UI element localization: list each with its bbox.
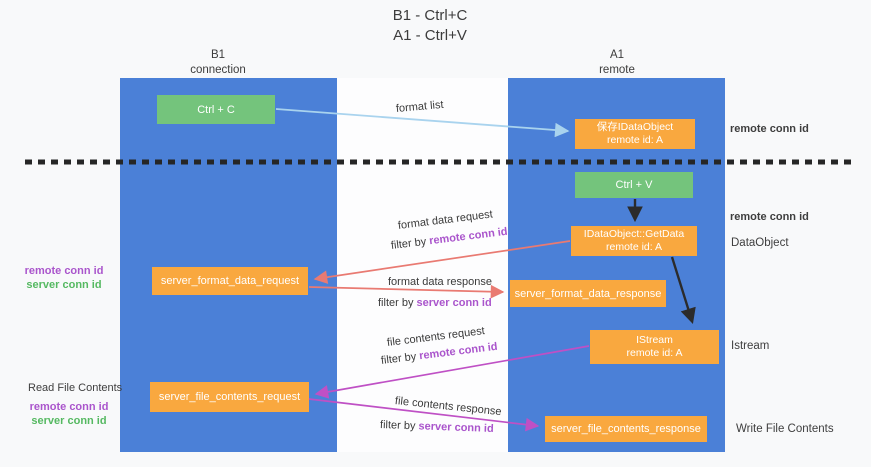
node-ctrl-c-label: Ctrl + C	[197, 103, 235, 116]
lane-gap-background	[336, 78, 508, 452]
annotation-format-conn-ids: remote conn id server conn id	[18, 264, 110, 292]
annotation-remote-conn-id-mid: remote conn id	[730, 211, 809, 223]
diagram-title: B1 - Ctrl+C A1 - Ctrl+V	[345, 6, 515, 46]
node-getdata-line1: IDataObject::GetData	[583, 228, 685, 240]
node-server-format-data-response: server_format_data_response	[510, 280, 666, 307]
edge-label-filter-server-1: filter by server conn id	[378, 297, 492, 309]
node-format-request-label: server_format_data_request	[160, 275, 300, 287]
node-ctrl-v: Ctrl + V	[575, 172, 693, 198]
node-getdata-line2: remote id: A	[605, 241, 663, 253]
annotation-dataobject: DataObject	[731, 237, 789, 249]
lane-b1-role: connection	[190, 64, 246, 76]
node-save-idataobject-line2: remote id: A	[606, 134, 664, 146]
node-server-file-contents-request: server_file_contents_request	[150, 382, 309, 412]
edge-label-format-data-response: format data response	[388, 276, 492, 288]
annotation-remote-conn-id-top: remote conn id	[730, 123, 809, 135]
lane-header-b1: B1 connection	[157, 48, 279, 78]
node-istream-line2: remote id: A	[626, 347, 683, 359]
lane-b1-name: B1	[210, 49, 226, 61]
annotation-format-server-conn-id: server conn id	[26, 279, 102, 291]
node-ctrl-c: Ctrl + C	[157, 95, 275, 124]
node-format-response-label: server_format_data_response	[514, 287, 662, 300]
annotation-file-server-conn-id: server conn id	[31, 415, 107, 427]
node-istream-line1: IStream	[636, 334, 673, 346]
annotation-format-remote-conn-id: remote conn id	[24, 265, 104, 277]
filter-server-conn-id-1: server conn id	[416, 297, 492, 309]
filter-by-text-4: filter by	[379, 419, 419, 433]
node-save-idataobject-line1: 保存IDataObject	[596, 121, 674, 133]
title-line-1: B1 - Ctrl+C	[392, 7, 468, 24]
lane-a1-role: remote	[599, 64, 635, 76]
lane-a1-name: A1	[609, 49, 625, 61]
node-ctrl-v-label: Ctrl + V	[615, 179, 653, 191]
node-server-file-contents-response: server_file_contents_response	[545, 416, 707, 442]
node-file-request-label: server_file_contents_request	[158, 391, 301, 403]
annotation-istream: Istream	[731, 340, 770, 352]
filter-server-conn-id-2: server conn id	[418, 420, 494, 435]
filter-by-text-2: filter by	[378, 297, 417, 309]
annotation-file-conn-ids: remote conn id server conn id	[23, 400, 115, 428]
lane-header-a1: A1 remote	[556, 48, 678, 78]
annotation-file-remote-conn-id: remote conn id	[29, 401, 109, 413]
annotation-write-file-contents: Write File Contents	[736, 423, 834, 435]
node-server-format-data-request: server_format_data_request	[152, 267, 308, 295]
node-istream: IStream remote id: A	[590, 330, 719, 364]
annotation-read-file-contents: Read File Contents	[28, 382, 123, 394]
node-file-response-label: server_file_contents_response	[551, 423, 701, 435]
node-idataobject-getdata: IDataObject::GetData remote id: A	[571, 226, 697, 256]
node-save-idataobject: 保存IDataObject remote id: A	[575, 119, 695, 149]
title-line-2: A1 - Ctrl+V	[393, 27, 467, 44]
